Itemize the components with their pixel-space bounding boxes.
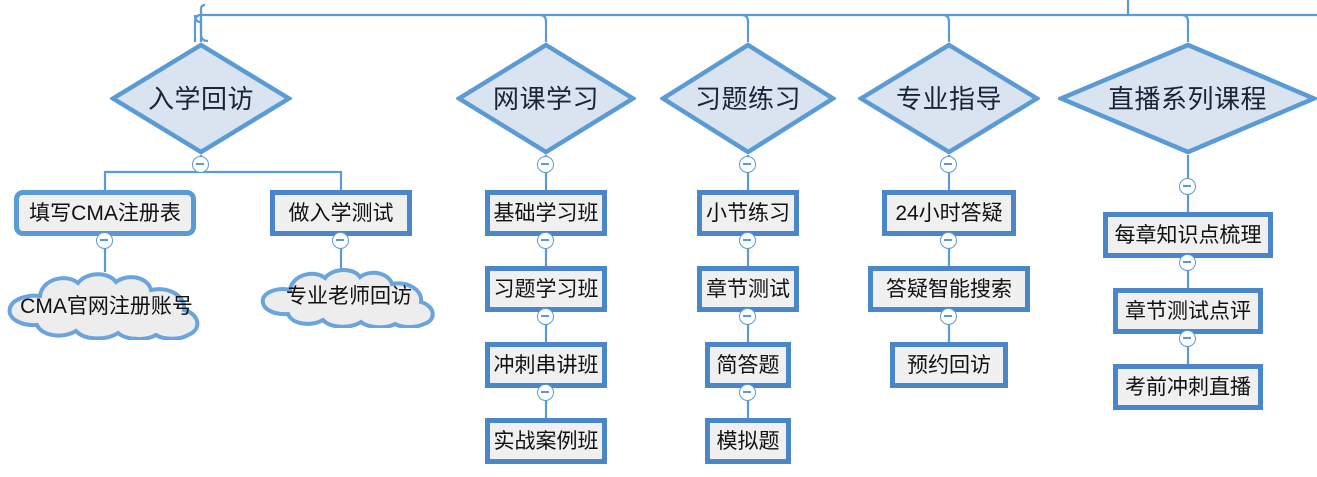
- decision-label: 入学回访: [147, 83, 254, 114]
- node-label: CMA官网注册账号: [20, 295, 193, 318]
- cloud-shape: [7, 272, 200, 340]
- collapse-toggle-minus-circle-icon[interactable]: [739, 156, 756, 173]
- collapse-toggle-minus-circle-icon[interactable]: [332, 232, 349, 249]
- collapse-toggle-minus-circle-icon[interactable]: [739, 384, 756, 401]
- decision-node-xiti-lianxi[interactable]: 习题练习: [660, 42, 836, 155]
- cloud-node-zhuanye-laoshi-huifang[interactable]: 专业老师回访: [258, 266, 440, 328]
- collapse-toggle-minus-circle-icon[interactable]: [537, 156, 554, 173]
- node-label: 习题学习班: [493, 277, 599, 301]
- decision-node-zhibo-xilie-kecheng[interactable]: 直播系列课程: [1058, 42, 1317, 155]
- collapse-toggle-minus-circle-icon[interactable]: [940, 232, 957, 249]
- node-label: 24小时答疑: [895, 201, 1003, 225]
- node-label: 实战案例班: [493, 429, 599, 453]
- decision-node-ruxue-huifang[interactable]: 入学回访: [110, 42, 292, 155]
- node-label: 章节测试点评: [1125, 299, 1251, 323]
- diamond-shape: [858, 42, 1040, 155]
- process-node-jianda-ti[interactable]: 简答题: [705, 342, 791, 388]
- decision-label: 网课学习: [492, 83, 599, 114]
- node-label: 考前冲刺直播: [1125, 375, 1251, 399]
- decision-label: 专业指导: [895, 83, 1002, 114]
- node-label: 冲刺串讲班: [493, 353, 599, 377]
- collapse-toggle-minus-circle-icon[interactable]: [1179, 330, 1196, 347]
- collapse-toggle-minus-circle-icon[interactable]: [940, 308, 957, 325]
- cloud-node-cma-guanwang-zhuce-zhanghao[interactable]: CMA官网注册账号: [4, 270, 209, 340]
- diamond-shape: [660, 42, 836, 155]
- collapse-toggle-minus-circle-icon[interactable]: [940, 156, 957, 173]
- decision-node-wangke-xuexi[interactable]: 网课学习: [456, 42, 636, 155]
- diamond-shape: [1058, 42, 1317, 155]
- decision-node-zhuanye-zhidao[interactable]: 专业指导: [858, 42, 1040, 155]
- collapse-toggle-minus-circle-icon[interactable]: [739, 232, 756, 249]
- node-label: 小节练习: [706, 201, 790, 225]
- process-node-yuyue-huifang[interactable]: 预约回访: [890, 342, 1008, 388]
- collapse-toggle-minus-circle-icon[interactable]: [192, 156, 209, 173]
- node-label: 答疑智能搜索: [886, 277, 1012, 301]
- collapse-toggle-minus-circle-icon[interactable]: [1179, 178, 1196, 195]
- process-node-chongci-chuanjiang-ban[interactable]: 冲刺串讲班: [485, 342, 607, 388]
- decision-label: 直播系列课程: [1107, 83, 1267, 114]
- process-node-jichu-xuexi-ban[interactable]: 基础学习班: [485, 190, 607, 236]
- node-label: 填写CMA注册表: [29, 201, 181, 225]
- collapse-toggle-minus-circle-icon[interactable]: [537, 308, 554, 325]
- process-node-meizhang-zhishidian-shuli[interactable]: 每章知识点梳理: [1103, 212, 1273, 258]
- process-node-zuo-ruxue-ceshi[interactable]: 做入学测试: [270, 190, 412, 236]
- process-node-xiaojie-lianxi[interactable]: 小节练习: [697, 190, 799, 236]
- node-label: 每章知识点梳理: [1114, 223, 1262, 247]
- process-node-shizhan-anli-ban[interactable]: 实战案例班: [485, 418, 607, 464]
- node-label: 模拟题: [716, 429, 780, 453]
- node-label: 专业老师回访: [286, 285, 412, 308]
- cloud-shape: [260, 268, 435, 328]
- process-node-zhangjie-ceshi-dianping[interactable]: 章节测试点评: [1113, 288, 1263, 334]
- process-node-xiti-xuexi-ban[interactable]: 习题学习班: [485, 266, 607, 312]
- collapse-toggle-minus-circle-icon[interactable]: [96, 232, 113, 249]
- decision-label: 习题练习: [694, 83, 801, 114]
- node-label: 简答题: [716, 353, 780, 377]
- node-label: 做入学测试: [288, 201, 394, 225]
- diamond-shape: [110, 42, 292, 155]
- collapse-toggle-minus-circle-icon[interactable]: [1179, 254, 1196, 271]
- collapse-toggle-minus-circle-icon[interactable]: [739, 308, 756, 325]
- process-node-zhangjie-ceshi[interactable]: 章节测试: [697, 266, 799, 312]
- process-node-dayi-zhineng-sousuo[interactable]: 答疑智能搜索: [868, 266, 1030, 312]
- node-label: 预约回访: [907, 353, 991, 377]
- collapse-toggle-minus-circle-icon[interactable]: [537, 384, 554, 401]
- diamond-shape: [456, 42, 636, 155]
- process-node-kaoqian-chongci-zhibo[interactable]: 考前冲刺直播: [1113, 364, 1263, 410]
- node-label: 基础学习班: [493, 201, 599, 225]
- node-label: 章节测试: [706, 277, 790, 301]
- process-node-moni-ti[interactable]: 模拟题: [705, 418, 791, 464]
- collapse-toggle-minus-circle-icon[interactable]: [537, 232, 554, 249]
- process-node-24-xiaoshi-dayi[interactable]: 24小时答疑: [882, 190, 1016, 236]
- process-node-tianxie-cma-zhuce-biao[interactable]: 填写CMA注册表: [14, 190, 196, 236]
